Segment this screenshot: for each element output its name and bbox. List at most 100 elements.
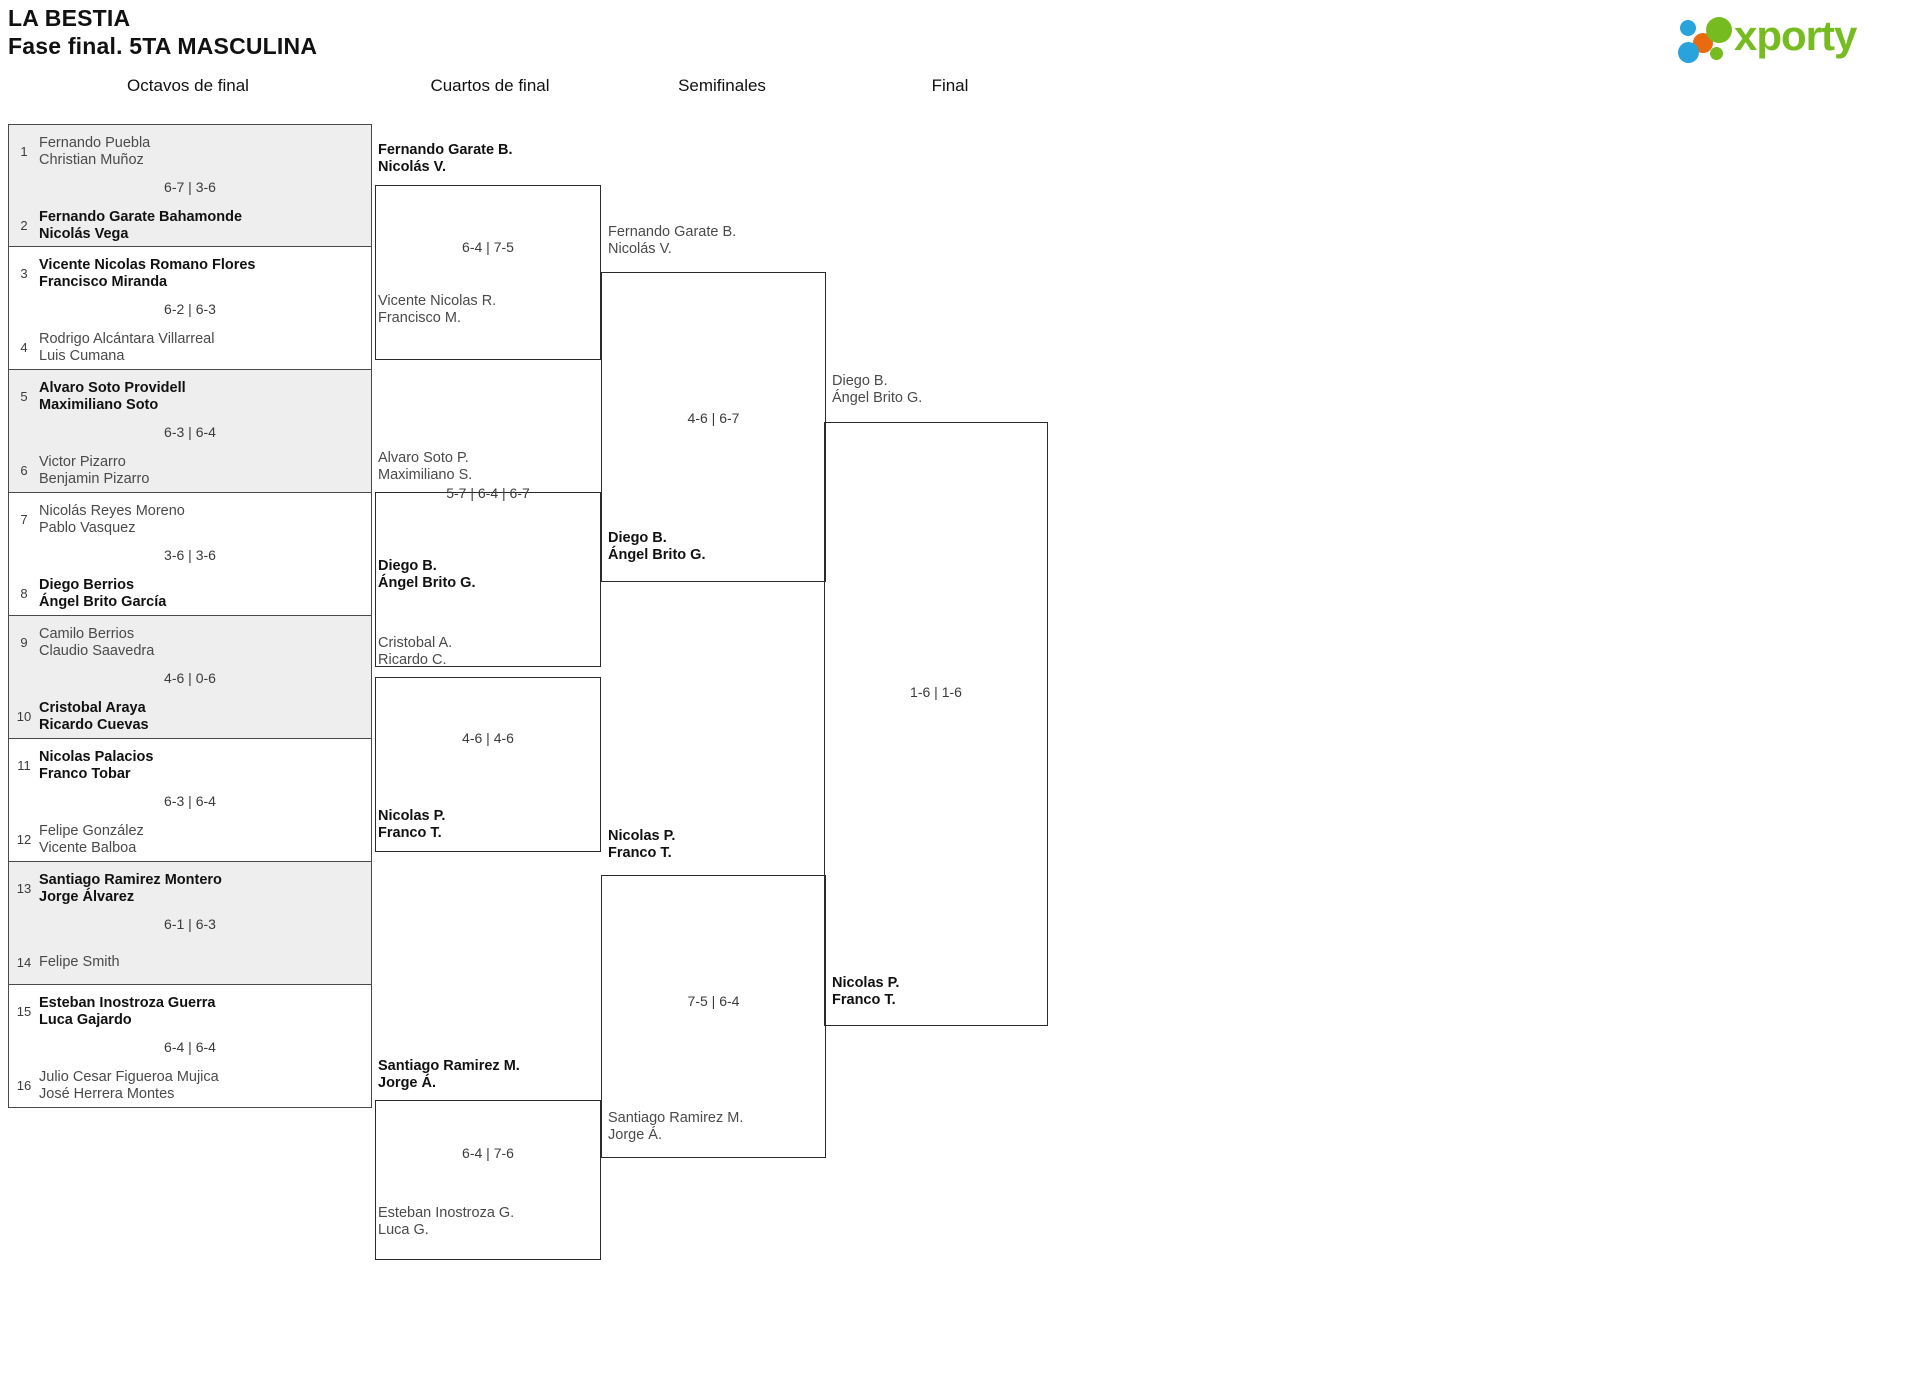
r2-match-1-box[interactable] [375,185,601,360]
r4-top-name[interactable]: Diego B.Ángel Brito G. [832,373,923,406]
r2-match-3-box[interactable] [375,677,601,852]
r2-m4-score: 6-4 | 7-6 [462,1145,514,1161]
r2-m2-top-name[interactable]: Alvaro Soto P.Maximiliano S. [378,450,473,483]
logo-wordmark: xporty [1734,12,1857,59]
r2-m1-score: 6-4 | 7-5 [462,239,514,255]
logo-dot-blue-large [1678,42,1699,63]
r2-m2-bottom-name[interactable]: Diego B.Ángel Brito G. [378,558,476,591]
seed-number: 11 [17,758,31,773]
r2-m4-bottom-name[interactable]: Esteban Inostroza G.Luca G. [378,1205,515,1238]
xporty-logo[interactable]: xporty [1676,8,1908,64]
r3-m2-top-name[interactable]: Nicolas P.Franco T. [608,828,676,861]
r1-m4-score: 3-6 | 3-6 [164,547,216,563]
r2-match-2-box[interactable] [375,492,601,667]
r4-match-box[interactable] [824,422,1048,1026]
r3-m1-bottom-name[interactable]: Diego B.Ángel Brito G. [608,530,706,563]
seed-number: 3 [20,266,28,281]
r1-m7-score: 6-1 | 6-3 [164,916,216,932]
seed-number: 9 [20,635,28,650]
r3-match-2-box[interactable] [601,875,826,1158]
seed-number: 5 [20,389,28,404]
r3-m1-score: 4-6 | 6-7 [687,410,740,426]
tournament-name: LA BESTIA [8,5,131,31]
r1-m5-score: 4-6 | 0-6 [164,670,216,686]
r3-m2-bottom-name[interactable]: Santiago Ramirez M.Jorge Á. [608,1110,744,1143]
r2-m3-top-name[interactable]: Cristobal A.Ricardo C. [378,635,453,668]
seed-number: 8 [20,586,28,601]
r1-m8-score: 6-4 | 6-4 [164,1039,216,1055]
r2-m1-bottom-name[interactable]: Vicente Nicolas R.Francisco M. [378,293,497,326]
logo-dot-green-large [1706,17,1732,43]
seed-number: 12 [16,832,32,847]
r1-m3-score: 6-3 | 6-4 [164,424,216,440]
round-header-semifinales: Semifinales [678,76,766,95]
seed-number: 6 [20,463,28,478]
r2-m1-top-name[interactable]: Fernando Garate B.Nicolás V. [378,142,513,175]
r3-m1-top-name[interactable]: Fernando Garate B.Nicolás V. [608,224,737,257]
logo-dots-icon [1676,12,1736,63]
logo-dot-green-small [1710,47,1723,60]
seed-number: 14 [16,954,32,970]
round-header-final: Final [931,76,969,95]
r4-score: 1-6 | 1-6 [910,684,962,700]
seed-number: 15 [16,1004,32,1019]
round-header-octavos: Octavos de final [127,76,249,95]
r2-m3-bottom-name[interactable]: Nicolas P.Franco T. [378,808,446,841]
r2-m4-top-name[interactable]: Santiago Ramirez M.Jorge Á. [378,1058,520,1091]
seed-number: 7 [20,512,28,527]
logo-dot-blue-small [1680,20,1696,36]
r1-m7-bottom-player[interactable]: 14 Felipe Smith [9,954,371,971]
r4-bottom-name[interactable]: Nicolas P.Franco T. [832,975,900,1008]
r2-match-4-box[interactable] [375,1100,601,1260]
seed-number: 10 [16,709,32,724]
round-header-cuartos: Cuartos de final [430,76,550,95]
seed-number: 4 [20,340,28,355]
seed-number: 2 [20,218,28,233]
seed-number: 16 [16,1078,32,1093]
phase-name: Fase final. 5TA MASCULINA [8,33,318,59]
player-names: Felipe Smith [39,954,120,970]
r2-m2-score: 5-7 | 6-4 | 6-7 [446,485,530,501]
seed-number: 13 [16,881,32,896]
r1-m2-score: 6-2 | 6-3 [164,301,216,317]
r3-match-1-box[interactable] [601,272,826,582]
r1-m1-score: 6-7 | 3-6 [164,179,216,195]
